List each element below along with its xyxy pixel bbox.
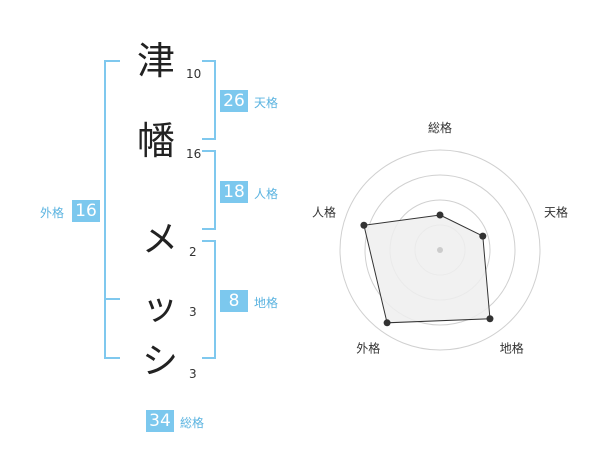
name-char-5: シ [141, 341, 178, 382]
radar-axis-label-3: 外格 [356, 341, 380, 356]
gaikaku-bracket-top [104, 60, 120, 62]
radar-grid-ring-4 [339, 149, 541, 351]
jinkaku-bracket-top [202, 150, 216, 152]
name-char-2: 幡 [136, 119, 175, 163]
tenkaku-label: 天格 [254, 96, 279, 110]
stroke-count-2: 16 [186, 147, 202, 161]
tenkaku-value-badge: 26 [220, 90, 248, 112]
radar-center-dot [437, 247, 443, 253]
stroke-count-3: 2 [189, 245, 197, 259]
chikaku-bracket-top [202, 240, 216, 242]
name-char-3: メ [141, 219, 178, 260]
radar-grid-ring-3 [364, 174, 516, 326]
gaikaku-value-badge: 16 [72, 200, 100, 222]
soukaku-label: 総格 [180, 416, 205, 430]
jinkaku-bracket-vertical [214, 150, 216, 230]
radar-points [360, 211, 494, 327]
tenkaku-bracket-bottom [202, 138, 216, 140]
radar-axis-label-4: 人格 [312, 204, 336, 219]
tenkaku-bracket-vertical [214, 60, 216, 140]
radar-point-2 [486, 315, 494, 323]
radar-axis-label-2: 地格 [500, 341, 524, 356]
tenkaku-bracket-top [202, 60, 216, 62]
chikaku-label: 地格 [254, 296, 279, 310]
radar-area [363, 214, 491, 324]
radar-point-3 [383, 319, 391, 327]
jinkaku-label: 人格 [254, 187, 279, 201]
chikaku-bracket-vertical [214, 240, 216, 359]
gaikaku-bracket-mid [104, 298, 120, 300]
stroke-count-1: 10 [186, 67, 202, 81]
soukaku-value-badge: 34 [146, 410, 174, 432]
chikaku-bracket-bottom [202, 357, 216, 359]
gaikaku-bracket-vertical [104, 60, 106, 359]
radar-point-1 [479, 232, 487, 240]
jinkaku-bracket-bottom [202, 228, 216, 230]
name-char-1: 津 [136, 39, 175, 83]
gaikaku-bracket-bottom [104, 357, 120, 359]
radar-point-0 [436, 211, 444, 219]
name-char-4: ッ [141, 287, 178, 328]
stroke-count-4: 3 [189, 305, 197, 319]
chikaku-value-badge: 8 [220, 290, 248, 312]
radar-axis-label-0: 総格 [428, 120, 452, 135]
gaikaku-label: 外格 [40, 206, 65, 220]
radar-axis-label-1: 天格 [544, 204, 568, 219]
jinkaku-value-badge: 18 [220, 181, 248, 203]
radar-point-4 [360, 221, 368, 229]
stroke-count-5: 3 [189, 367, 197, 381]
